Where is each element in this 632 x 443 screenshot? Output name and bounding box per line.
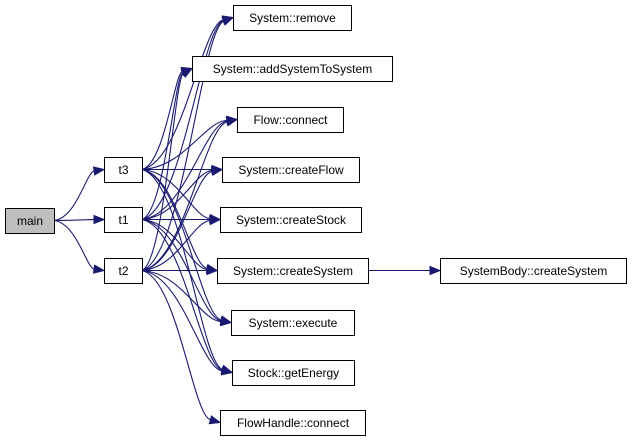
node-getEnergy[interactable]: Stock::getEnergy — [232, 360, 355, 386]
node-label: System::createSystem — [233, 264, 353, 278]
node-label: System::remove — [249, 11, 336, 25]
arrowhead-icon — [210, 166, 224, 177]
node-label: System::createStock — [236, 213, 347, 227]
node-main[interactable]: main — [5, 208, 55, 234]
node-label: SystemBody::createSystem — [460, 264, 607, 278]
arrowhead-icon — [225, 117, 239, 127]
node-label: t1 — [118, 213, 128, 227]
arrowhead-icon — [93, 214, 106, 225]
node-label: Flow::connect — [253, 113, 328, 127]
edge-line — [141, 120, 228, 221]
edge-t2-flowConnect — [141, 117, 239, 272]
node-box[interactable] — [232, 360, 355, 386]
edge-main-t3 — [53, 166, 106, 222]
edge-line — [141, 269, 223, 372]
edge-line — [53, 170, 95, 222]
node-bodyCreateSystem[interactable]: SystemBody::createSystem — [440, 258, 627, 284]
node-box[interactable] — [237, 107, 344, 133]
edge-t2-execute — [141, 269, 233, 327]
edge-line — [141, 19, 224, 221]
node-box[interactable] — [220, 207, 362, 233]
edge-line — [141, 20, 225, 272]
node-box[interactable] — [104, 207, 143, 233]
node-label: t3 — [118, 163, 128, 177]
node-box[interactable] — [231, 310, 355, 336]
edge-t2-handleConnect — [141, 269, 222, 425]
node-box[interactable] — [104, 157, 143, 183]
edge-t2-createStock — [141, 215, 222, 272]
edge-line — [141, 219, 211, 272]
edge-line — [141, 269, 211, 421]
edge-t2-getEnergy — [141, 269, 234, 376]
edge-line — [141, 168, 211, 220]
node-box[interactable] — [220, 410, 366, 436]
edge-line — [141, 170, 213, 272]
node-addSystemToSystem[interactable]: System::addSystemToSystem — [192, 56, 393, 82]
node-t2[interactable]: t2 — [104, 258, 143, 284]
edge-line — [141, 121, 228, 272]
node-box[interactable] — [440, 258, 627, 284]
arrowhead-icon — [220, 316, 233, 327]
edge-t2-createSystem — [141, 265, 219, 276]
node-box[interactable] — [5, 208, 55, 234]
node-t3[interactable]: t3 — [104, 157, 143, 183]
edge-line — [141, 169, 213, 221]
edge-main-t1 — [53, 214, 106, 225]
edge-t2-createFlow — [141, 166, 224, 272]
node-label: System::createFlow — [238, 163, 344, 177]
edge-line — [53, 219, 95, 270]
node-box[interactable] — [222, 157, 360, 183]
node-createStock[interactable]: System::createStock — [220, 207, 362, 233]
edge-t2-addSystemToSystem — [141, 67, 194, 272]
arrowhead-icon — [180, 67, 194, 78]
node-createFlow[interactable]: System::createFlow — [222, 157, 360, 183]
arrowhead-icon — [92, 166, 106, 176]
arrowhead-icon — [429, 265, 442, 276]
node-box[interactable] — [233, 5, 352, 31]
node-flowConnect[interactable]: Flow::connect — [237, 107, 344, 133]
node-label: FlowHandle::connect — [237, 416, 350, 430]
edge-line — [141, 70, 183, 171]
edge-line — [141, 71, 184, 221]
edge-t3-execute — [141, 168, 233, 325]
edges-layer — [53, 15, 442, 425]
arrowhead-icon — [209, 215, 222, 226]
node-createSystem[interactable]: System::createSystem — [217, 258, 369, 284]
edge-t3-addSystemToSystem — [141, 66, 194, 171]
edge-line — [141, 218, 223, 371]
arrowhead-icon — [206, 265, 219, 276]
arrowhead-icon — [220, 366, 234, 376]
edge-createSystem-bodyCreateSystem — [367, 265, 442, 276]
edge-line — [141, 73, 184, 272]
node-handleConnect[interactable]: FlowHandle::connect — [220, 410, 366, 436]
arrowhead-icon — [92, 264, 106, 274]
node-label: System::execute — [249, 316, 338, 330]
edge-line — [141, 19, 224, 171]
arrowhead-icon — [221, 16, 235, 26]
edge-line — [141, 119, 228, 171]
node-box[interactable] — [104, 258, 143, 284]
edge-t1-remove — [141, 16, 235, 221]
node-t1[interactable]: t1 — [104, 207, 143, 233]
node-remove[interactable]: System::remove — [233, 5, 352, 31]
edge-line — [141, 269, 222, 323]
edge-line — [141, 168, 222, 321]
edge-t2-remove — [141, 16, 235, 272]
node-label: System::addSystemToSystem — [213, 62, 372, 76]
edge-line — [53, 218, 95, 222]
edge-line — [141, 218, 208, 271]
edge-t3-remove — [141, 15, 235, 171]
arrowhead-icon — [208, 415, 222, 425]
node-label: main — [17, 214, 43, 228]
node-label: Stock::getEnergy — [248, 366, 339, 380]
edge-main-t2 — [53, 219, 106, 274]
node-execute[interactable]: System::execute — [231, 310, 355, 336]
node-box[interactable] — [192, 56, 393, 82]
node-box[interactable] — [217, 258, 369, 284]
node-label: t2 — [118, 264, 128, 278]
